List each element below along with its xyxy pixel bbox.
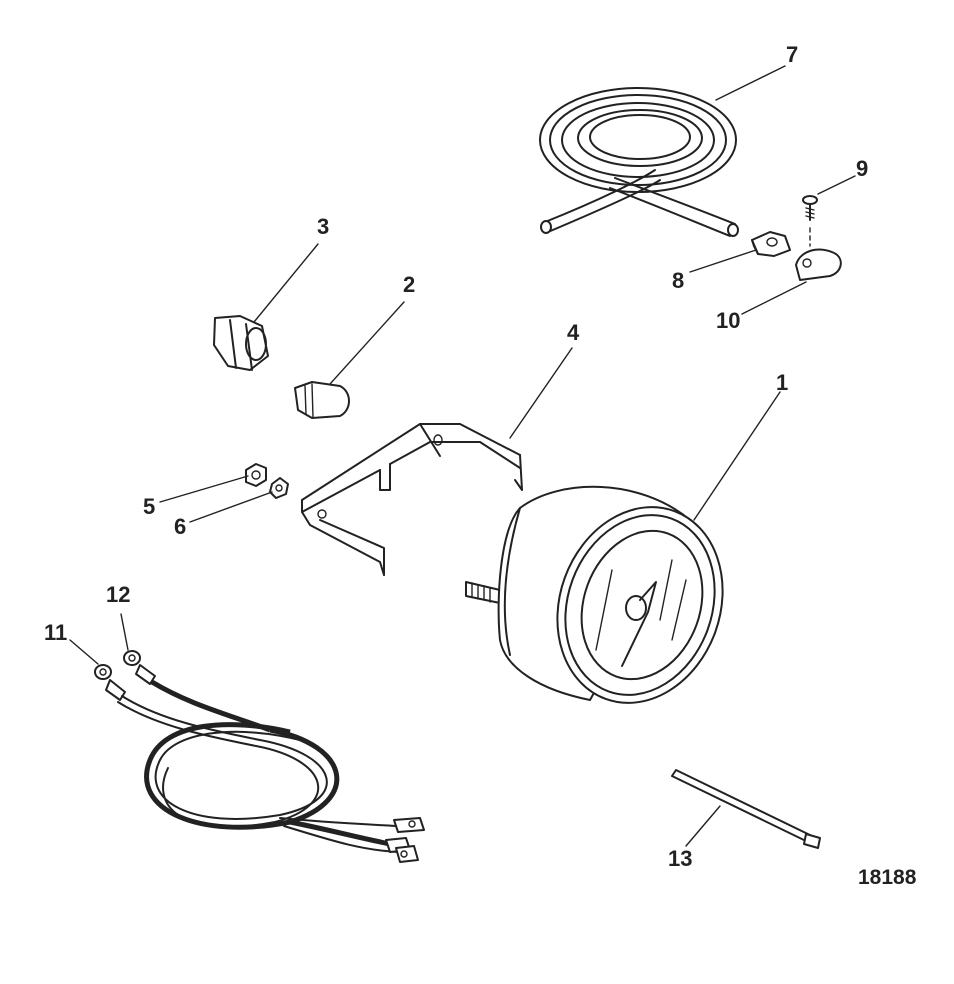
- callout-8: 8: [672, 268, 684, 293]
- callout-9: 9: [856, 156, 868, 181]
- callout-13: 13: [668, 846, 692, 871]
- callout-4: 4: [567, 320, 580, 345]
- callout-labels: 1 2 3 4 5 6 7 8 9 10 11 12 13 18188: [44, 42, 917, 889]
- callout-12: 12: [106, 582, 130, 607]
- callout-6: 6: [174, 514, 186, 539]
- part-3-lamp-socket: [213, 315, 269, 371]
- part-4-mounting-bracket: [301, 423, 523, 576]
- part-6-lock-washer: [269, 477, 289, 499]
- part-9-screw: [802, 195, 818, 247]
- part-8-tube-clamp: [751, 231, 791, 257]
- part-13-cable-tie: [671, 769, 821, 849]
- callout-2: 2: [403, 272, 415, 297]
- callout-10: 10: [716, 308, 740, 333]
- callout-5: 5: [143, 494, 155, 519]
- callout-7: 7: [786, 42, 798, 67]
- callout-11: 11: [44, 620, 67, 645]
- part-7-coiled-tube: [539, 87, 739, 237]
- callout-1: 1: [776, 370, 788, 395]
- part-11-12-wire-harness: [94, 650, 425, 863]
- part-5-nut: [245, 463, 267, 487]
- part-10-tube-fitting: [795, 248, 842, 281]
- part-2-bulb: [294, 381, 350, 419]
- part-1-gauge: [465, 485, 724, 704]
- callout-3: 3: [317, 214, 329, 239]
- leader-lines: [69, 65, 856, 847]
- figure-number: 18188: [858, 866, 917, 889]
